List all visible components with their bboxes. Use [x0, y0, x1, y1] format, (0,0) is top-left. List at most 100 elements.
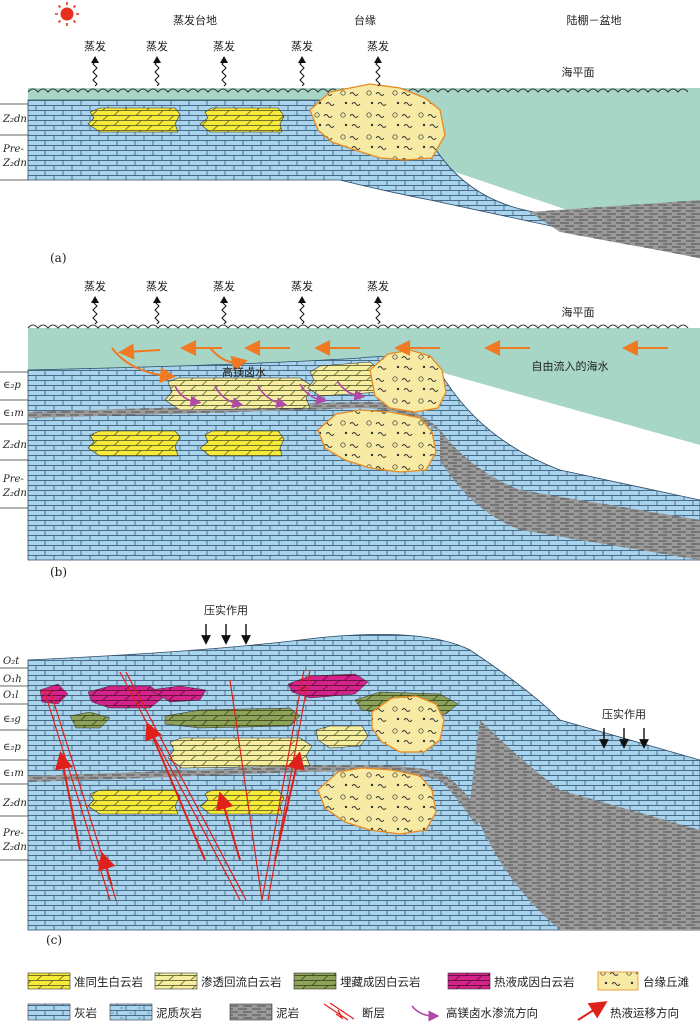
evaporation-arrowhead-icon	[298, 296, 306, 303]
strata-column-c: O₂t O₁h O₁l ∈₃g ∈₂p ∈₁m Z₂dn Pre- Z₂dn	[0, 656, 28, 861]
hydrothermal-dolomite-lens	[149, 685, 207, 703]
legend-label: 高镁卤水渗流方向	[446, 1006, 538, 1020]
legend-label: 埋藏成因白云岩	[340, 975, 421, 989]
compaction-label-left: 压实作用	[204, 603, 248, 617]
hydrothermal-dolomite-lens	[87, 685, 166, 709]
legend-label: 灰岩	[74, 1006, 97, 1020]
evaporation-arrow-icon	[154, 61, 160, 87]
evaporation-arrows: 蒸发蒸发蒸发蒸发蒸发	[84, 39, 389, 87]
legend-label: 泥岩	[276, 1006, 299, 1020]
legend-swatch-mudstone	[229, 1003, 273, 1021]
strata-label: Z₂dn	[2, 440, 27, 451]
header-platform-margin: 台缘	[354, 13, 376, 27]
sea-level-label: 海平面	[562, 305, 595, 319]
evaporation-arrowhead-icon	[220, 296, 228, 303]
legend-swatch-brine-arrow	[411, 1005, 440, 1022]
mudstone-slope	[470, 720, 700, 930]
evaporation-label: 蒸发	[146, 39, 168, 53]
burial-dolomite-lens	[69, 711, 111, 729]
panel-a: 蒸发台地 台缘 陆棚－盆地 海平面 蒸发蒸发蒸发蒸发蒸发 Z₂dn Pre- Z…	[0, 2, 700, 265]
evaporation-arrowhead-icon	[220, 56, 228, 63]
legend-swatch-pale-dolomite	[154, 972, 198, 990]
strata-label: Z₂dn	[2, 798, 27, 809]
header-evaporation-platform: 蒸发台地	[173, 13, 217, 27]
evaporation-arrowhead-icon	[374, 56, 382, 63]
evaporation-arrow-icon	[375, 61, 381, 87]
evaporation-label: 蒸发	[213, 279, 235, 293]
legend-swatch-muddy-limestone	[109, 1003, 153, 1021]
sea-water	[28, 328, 700, 445]
panel-c: 压实作用 压实作用 O₂t O₁h O₁l ∈₃g ∈₂p ∈₁m Z₂dn P…	[0, 603, 700, 947]
strata-label: Pre-	[2, 474, 24, 485]
evaporation-arrow-icon	[92, 61, 98, 87]
compaction-arrows-right	[599, 728, 649, 749]
evaporation-arrow-icon	[299, 61, 305, 87]
legend-label: 热液成因白云岩	[494, 975, 575, 989]
evaporation-arrow-icon	[221, 299, 227, 325]
brine-seepage-arrows	[174, 381, 366, 409]
legend-label: 热液运移方向	[610, 1006, 679, 1020]
pale-dolomite-lens	[315, 725, 369, 749]
strata-label: O₁l	[3, 690, 18, 701]
legend-swatch-yellow-dolomite	[27, 972, 71, 990]
panel-label-a: (a)	[50, 251, 67, 265]
evaporation-arrowhead-icon	[91, 296, 99, 303]
compaction-label-right: 压实作用	[602, 707, 646, 721]
faults	[43, 669, 311, 901]
high-mg-brine-label: 高镁卤水	[222, 365, 266, 379]
sea-level-label: 海平面	[562, 65, 595, 79]
evaporation-label: 蒸发	[291, 39, 313, 53]
sea-water	[28, 88, 700, 255]
legend: 准同生白云岩 渗透回流白云岩 埋藏成因白云岩 热液成因白云岩 台缘丘滩 灰岩 泥…	[27, 971, 689, 1022]
legend-label: 渗透回流白云岩	[201, 975, 282, 989]
strata-column-a: Z₂dn Pre- Z₂dn	[0, 103, 28, 181]
legend-label: 台缘丘滩	[643, 975, 689, 989]
legend-swatch-limestone	[27, 1003, 71, 1021]
evaporation-label: 蒸发	[367, 279, 389, 293]
strata-label: O₁h	[3, 674, 22, 685]
strata-label: Z₂dn	[2, 114, 27, 125]
yellow-dolomite-lens	[87, 430, 181, 457]
strata-label: Pre-	[2, 144, 24, 155]
evaporation-arrow-icon	[92, 299, 98, 325]
seawater-inflow-arrows	[111, 340, 668, 384]
seawater-inflow-label: 自由流入的海水	[532, 359, 609, 373]
legend-swatch-hydrothermal-dolomite	[447, 972, 491, 990]
strata-column-b: ∈₂p ∈₁m Z₂dn Pre- Z₂dn	[0, 371, 28, 509]
panel-label-c: (c)	[46, 933, 62, 947]
strata-label: Pre-	[2, 828, 24, 839]
strata-label: ∈₂p	[3, 380, 21, 391]
evaporation-arrowhead-icon	[374, 296, 382, 303]
evaporation-arrows: 蒸发蒸发蒸发蒸发蒸发	[84, 279, 389, 325]
evaporation-label: 蒸发	[146, 279, 168, 293]
strata-label: ∈₁m	[3, 408, 24, 419]
panel-b: 海平面 蒸发蒸发蒸发蒸发蒸发 自由流入的海水 高镁卤水	[0, 279, 700, 579]
sea-surface	[27, 324, 689, 329]
mudstone-slope	[530, 200, 700, 258]
strata-label: ∈₃g	[3, 714, 21, 725]
margin-mound	[371, 695, 445, 753]
legend-swatch-hydrothermal-arrow	[577, 1001, 608, 1021]
evaporation-arrow-icon	[299, 299, 305, 325]
evaporation-arrowhead-icon	[91, 56, 99, 63]
legend-swatch-olive-dolomite	[293, 972, 337, 990]
pale-dolomite-lens	[167, 737, 313, 769]
strata-label: O₂t	[3, 656, 20, 667]
evaporation-arrow-icon	[221, 61, 227, 87]
margin-mound	[317, 767, 437, 835]
compaction-arrows-left	[201, 624, 251, 645]
sun-icon	[55, 2, 79, 26]
evaporation-label: 蒸发	[367, 39, 389, 53]
margin-mound	[309, 83, 446, 161]
header-shelf-basin: 陆棚－盆地	[567, 13, 622, 27]
pale-dolomite-lens	[164, 377, 313, 411]
legend-label: 准同生白云岩	[74, 975, 143, 989]
evaporation-arrowhead-icon	[153, 56, 161, 63]
mudstone-layer	[28, 401, 445, 436]
legend-swatch-fault	[323, 1002, 355, 1021]
evaporation-label: 蒸发	[84, 279, 106, 293]
strata-label: Z₂dn	[2, 488, 27, 499]
panel-label-b: (b)	[50, 565, 67, 579]
